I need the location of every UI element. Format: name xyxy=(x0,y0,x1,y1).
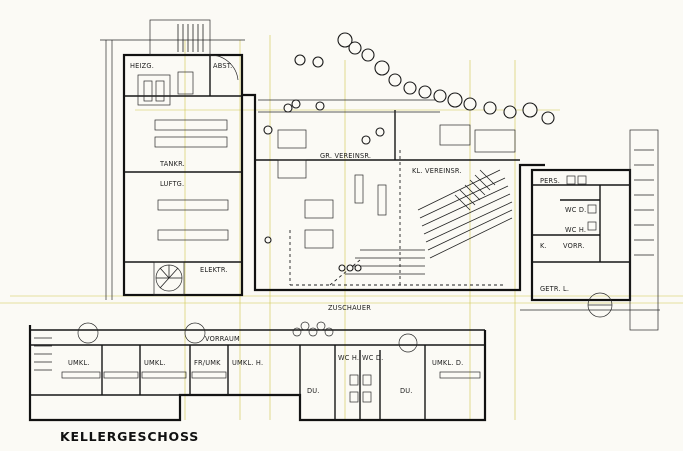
label-kl-vereinsr: KL. VEREINSR. xyxy=(412,167,462,175)
label-vorr: VORR. xyxy=(563,242,585,250)
label-umkl-h: UMKL. H. xyxy=(232,359,263,367)
label-elektr: ELEKTR. xyxy=(200,266,228,274)
label-umkl-1: UMKL. xyxy=(68,359,90,367)
label-du-1: DU. xyxy=(307,387,320,395)
label-wc-h: WC H. xyxy=(338,354,359,362)
changing-wing xyxy=(28,321,487,422)
garden-trees xyxy=(263,32,555,272)
label-abst: ABST. xyxy=(213,62,232,70)
label-k: K. xyxy=(540,242,547,250)
construction-lines xyxy=(0,35,683,420)
label-wc-h-right: WC H. xyxy=(565,226,586,234)
label-du-2: DU. xyxy=(400,387,413,395)
drawing-title: KELLERGESCHOSS xyxy=(60,429,199,444)
label-tankr: TANKR. xyxy=(159,160,185,168)
label-luftg: LUFTG. xyxy=(160,180,184,188)
label-umkl-d: UMKL. D. xyxy=(432,359,463,367)
room-labels: HEIZG. ABST. TANKR. LUFTG. ELEKTR. GR. V… xyxy=(68,62,586,395)
label-pers: PERS. xyxy=(540,177,560,185)
label-gr-vereinsr: GR. VEREINSR. xyxy=(320,152,371,160)
service-wing xyxy=(100,19,245,300)
label-fr-umk: FR/UMK xyxy=(194,359,221,367)
label-heizg: HEIZG. xyxy=(130,62,154,70)
right-wing xyxy=(520,129,660,331)
label-wc-d-right: WC D. xyxy=(565,206,586,214)
main-hall xyxy=(242,93,545,292)
label-vorraum: VORRAUM xyxy=(205,335,240,343)
label-umkl-2: UMKL. xyxy=(144,359,166,367)
label-wc-d: WC D. xyxy=(362,354,383,362)
label-zuschauer: ZUSCHAUER xyxy=(328,304,371,312)
label-getr-l: GETR. L. xyxy=(540,285,569,293)
